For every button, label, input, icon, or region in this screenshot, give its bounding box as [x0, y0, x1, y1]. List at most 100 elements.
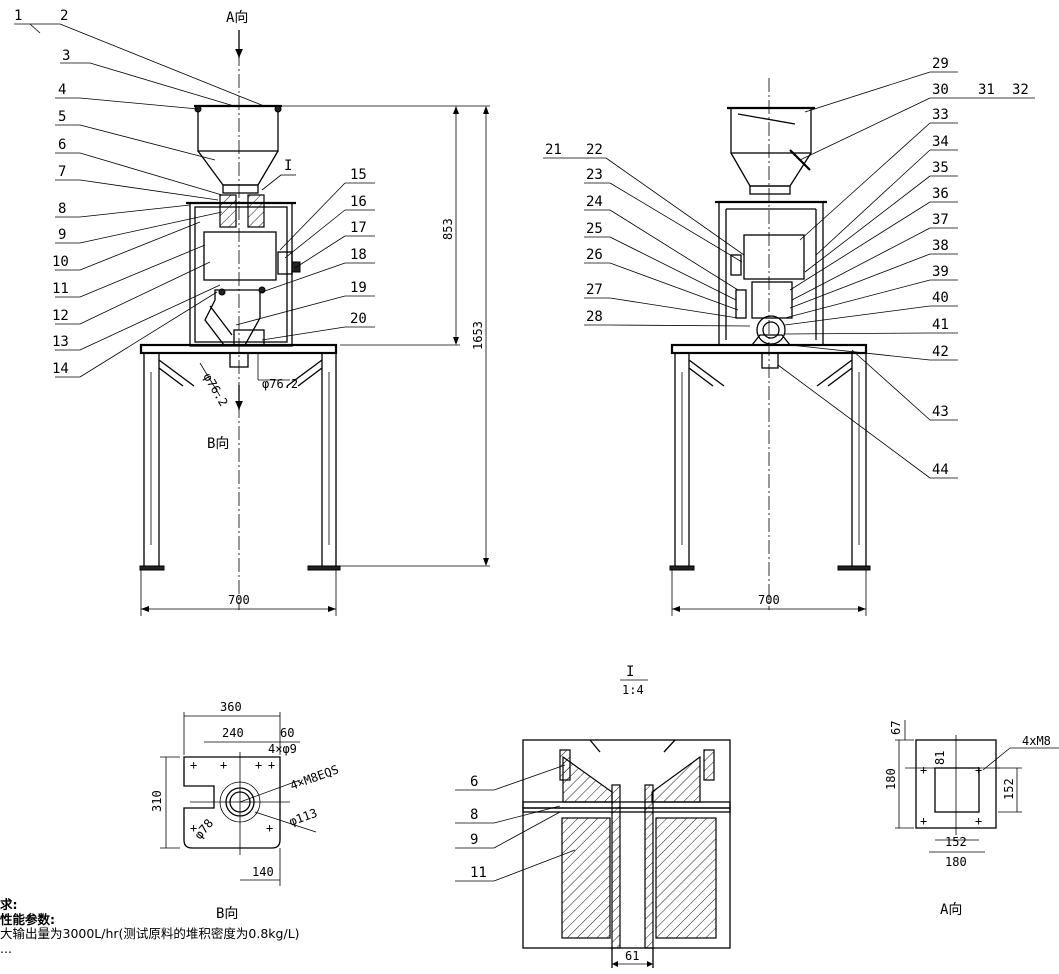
b-view-label-side: B向	[207, 436, 229, 452]
part-label-16: 16	[350, 194, 367, 210]
part-label-38: 38	[932, 238, 949, 254]
dim-a152v: 152	[1002, 778, 1016, 800]
part-label-11: 11	[52, 281, 69, 297]
dim-1653: 1653	[471, 321, 485, 350]
part-label-28: 28	[586, 309, 603, 325]
detail-marker: I	[284, 158, 292, 174]
dim-4x9: 4×φ9	[268, 742, 297, 756]
part-label-23: 23	[586, 167, 603, 183]
part-label-8: 8	[58, 201, 66, 217]
part-label-3: 3	[62, 48, 70, 64]
part-label-30: 30	[932, 82, 949, 98]
part-label-31: 31	[978, 82, 995, 98]
part-label-42: 42	[932, 344, 949, 360]
dim-a152h: 152	[945, 835, 967, 849]
part-label-43: 43	[932, 404, 949, 420]
detail-title-num: I	[626, 664, 634, 680]
dim-700-right: 700	[758, 593, 780, 607]
part-label-20: 20	[350, 311, 367, 327]
dim-310: 310	[150, 790, 164, 812]
part-label-35: 35	[932, 160, 949, 176]
part-label-2: 2	[60, 8, 68, 24]
part-label-9: 9	[58, 227, 66, 243]
leaders-right	[543, 71, 1035, 479]
part-label-4: 4	[58, 82, 66, 98]
part-label-12: 12	[52, 308, 69, 324]
a-view: + + + + 180 67 81 152 152 180 4xM8 A向	[884, 720, 1059, 918]
part-label-7: 7	[58, 164, 66, 180]
dim-853: 853	[441, 218, 455, 240]
detail-label-11: 11	[470, 865, 487, 881]
svg-text:+: +	[255, 758, 262, 772]
svg-text:+: +	[920, 814, 927, 828]
svg-text:+: +	[190, 758, 197, 772]
part-label-33: 33	[932, 107, 949, 123]
part-label-29: 29	[932, 56, 949, 72]
part-label-27: 27	[586, 282, 603, 298]
svg-text:+: +	[268, 758, 275, 772]
side-view-right: 700	[669, 78, 871, 616]
front-view-left: A向	[139, 10, 490, 616]
dim-m8eqs: 4×M8EQS	[288, 762, 340, 792]
dim-240: 240	[222, 726, 244, 740]
part-label-34: 34	[932, 134, 949, 150]
part-label-40: 40	[932, 290, 949, 306]
dim-a67: 67	[889, 721, 903, 735]
svg-text:+: +	[975, 763, 982, 777]
dim-140: 140	[252, 865, 274, 879]
part-label-22: 22	[586, 142, 603, 158]
dim-a81: 81	[933, 751, 947, 765]
dim-a-m8: 4xM8	[1022, 734, 1051, 748]
part-label-13: 13	[52, 334, 69, 350]
svg-text:+: +	[190, 821, 197, 835]
b-view-label-bottom: B向	[216, 906, 238, 922]
svg-text:+: +	[920, 763, 927, 777]
part-label-1: 1	[14, 8, 22, 24]
part-label-18: 18	[350, 247, 367, 263]
part-label-36: 36	[932, 186, 949, 202]
dim-700-left: 700	[228, 593, 250, 607]
detail-label-8: 8	[470, 807, 478, 823]
technical-notes: 求: 性能参数: 大输出量为3000L/hr(测试原料的堆积密度为0.8kg/L…	[0, 897, 420, 956]
part-label-15: 15	[350, 167, 367, 183]
part-label-37: 37	[932, 212, 949, 228]
a-view-label-top: A向	[226, 10, 248, 26]
dim-113: φ113	[287, 806, 319, 829]
part-label-5: 5	[58, 109, 66, 125]
detail-label-9: 9	[470, 832, 478, 848]
dim-dia-right: φ76.2	[262, 377, 298, 391]
dim-a180h: 180	[945, 855, 967, 869]
notes-line-2: 性能参数:	[0, 911, 55, 927]
detail-view-I: I 1:4 61	[455, 664, 731, 968]
notes-line-3: 大输出量为3000L/hr(测试原料的堆积密度为0.8kg/L)	[0, 926, 300, 941]
dim-61: 61	[625, 949, 639, 963]
notes-line-4: ...	[0, 940, 12, 956]
leaders-left	[14, 23, 375, 378]
part-label-6: 6	[58, 137, 66, 153]
part-label-24: 24	[586, 194, 603, 210]
part-label-41: 41	[932, 317, 949, 333]
dim-60: 60	[280, 726, 294, 740]
part-label-25: 25	[586, 221, 603, 237]
svg-text:+: +	[220, 758, 227, 772]
dim-a180v: 180	[884, 768, 898, 790]
notes-line-1: 求:	[0, 897, 18, 912]
svg-text:+: +	[266, 821, 273, 835]
detail-title-scale: 1:4	[622, 683, 644, 697]
b-view: + + + + + + 360 240 60 4×φ9 4×M8EQS 310 φ11…	[150, 700, 341, 922]
part-label-26: 26	[586, 247, 603, 263]
svg-text:+: +	[975, 814, 982, 828]
dim-dia-left: φ76.2	[200, 371, 230, 409]
part-label-14: 14	[52, 361, 69, 377]
part-label-19: 19	[350, 280, 367, 296]
part-label-10: 10	[52, 254, 69, 270]
part-label-44: 44	[932, 462, 949, 478]
part-label-17: 17	[350, 220, 367, 236]
a-view-label-bottom: A向	[940, 902, 962, 918]
detail-labels: 6 8 9 11	[470, 774, 487, 881]
detail-label-6: 6	[470, 774, 478, 790]
dim-360: 360	[220, 700, 242, 714]
